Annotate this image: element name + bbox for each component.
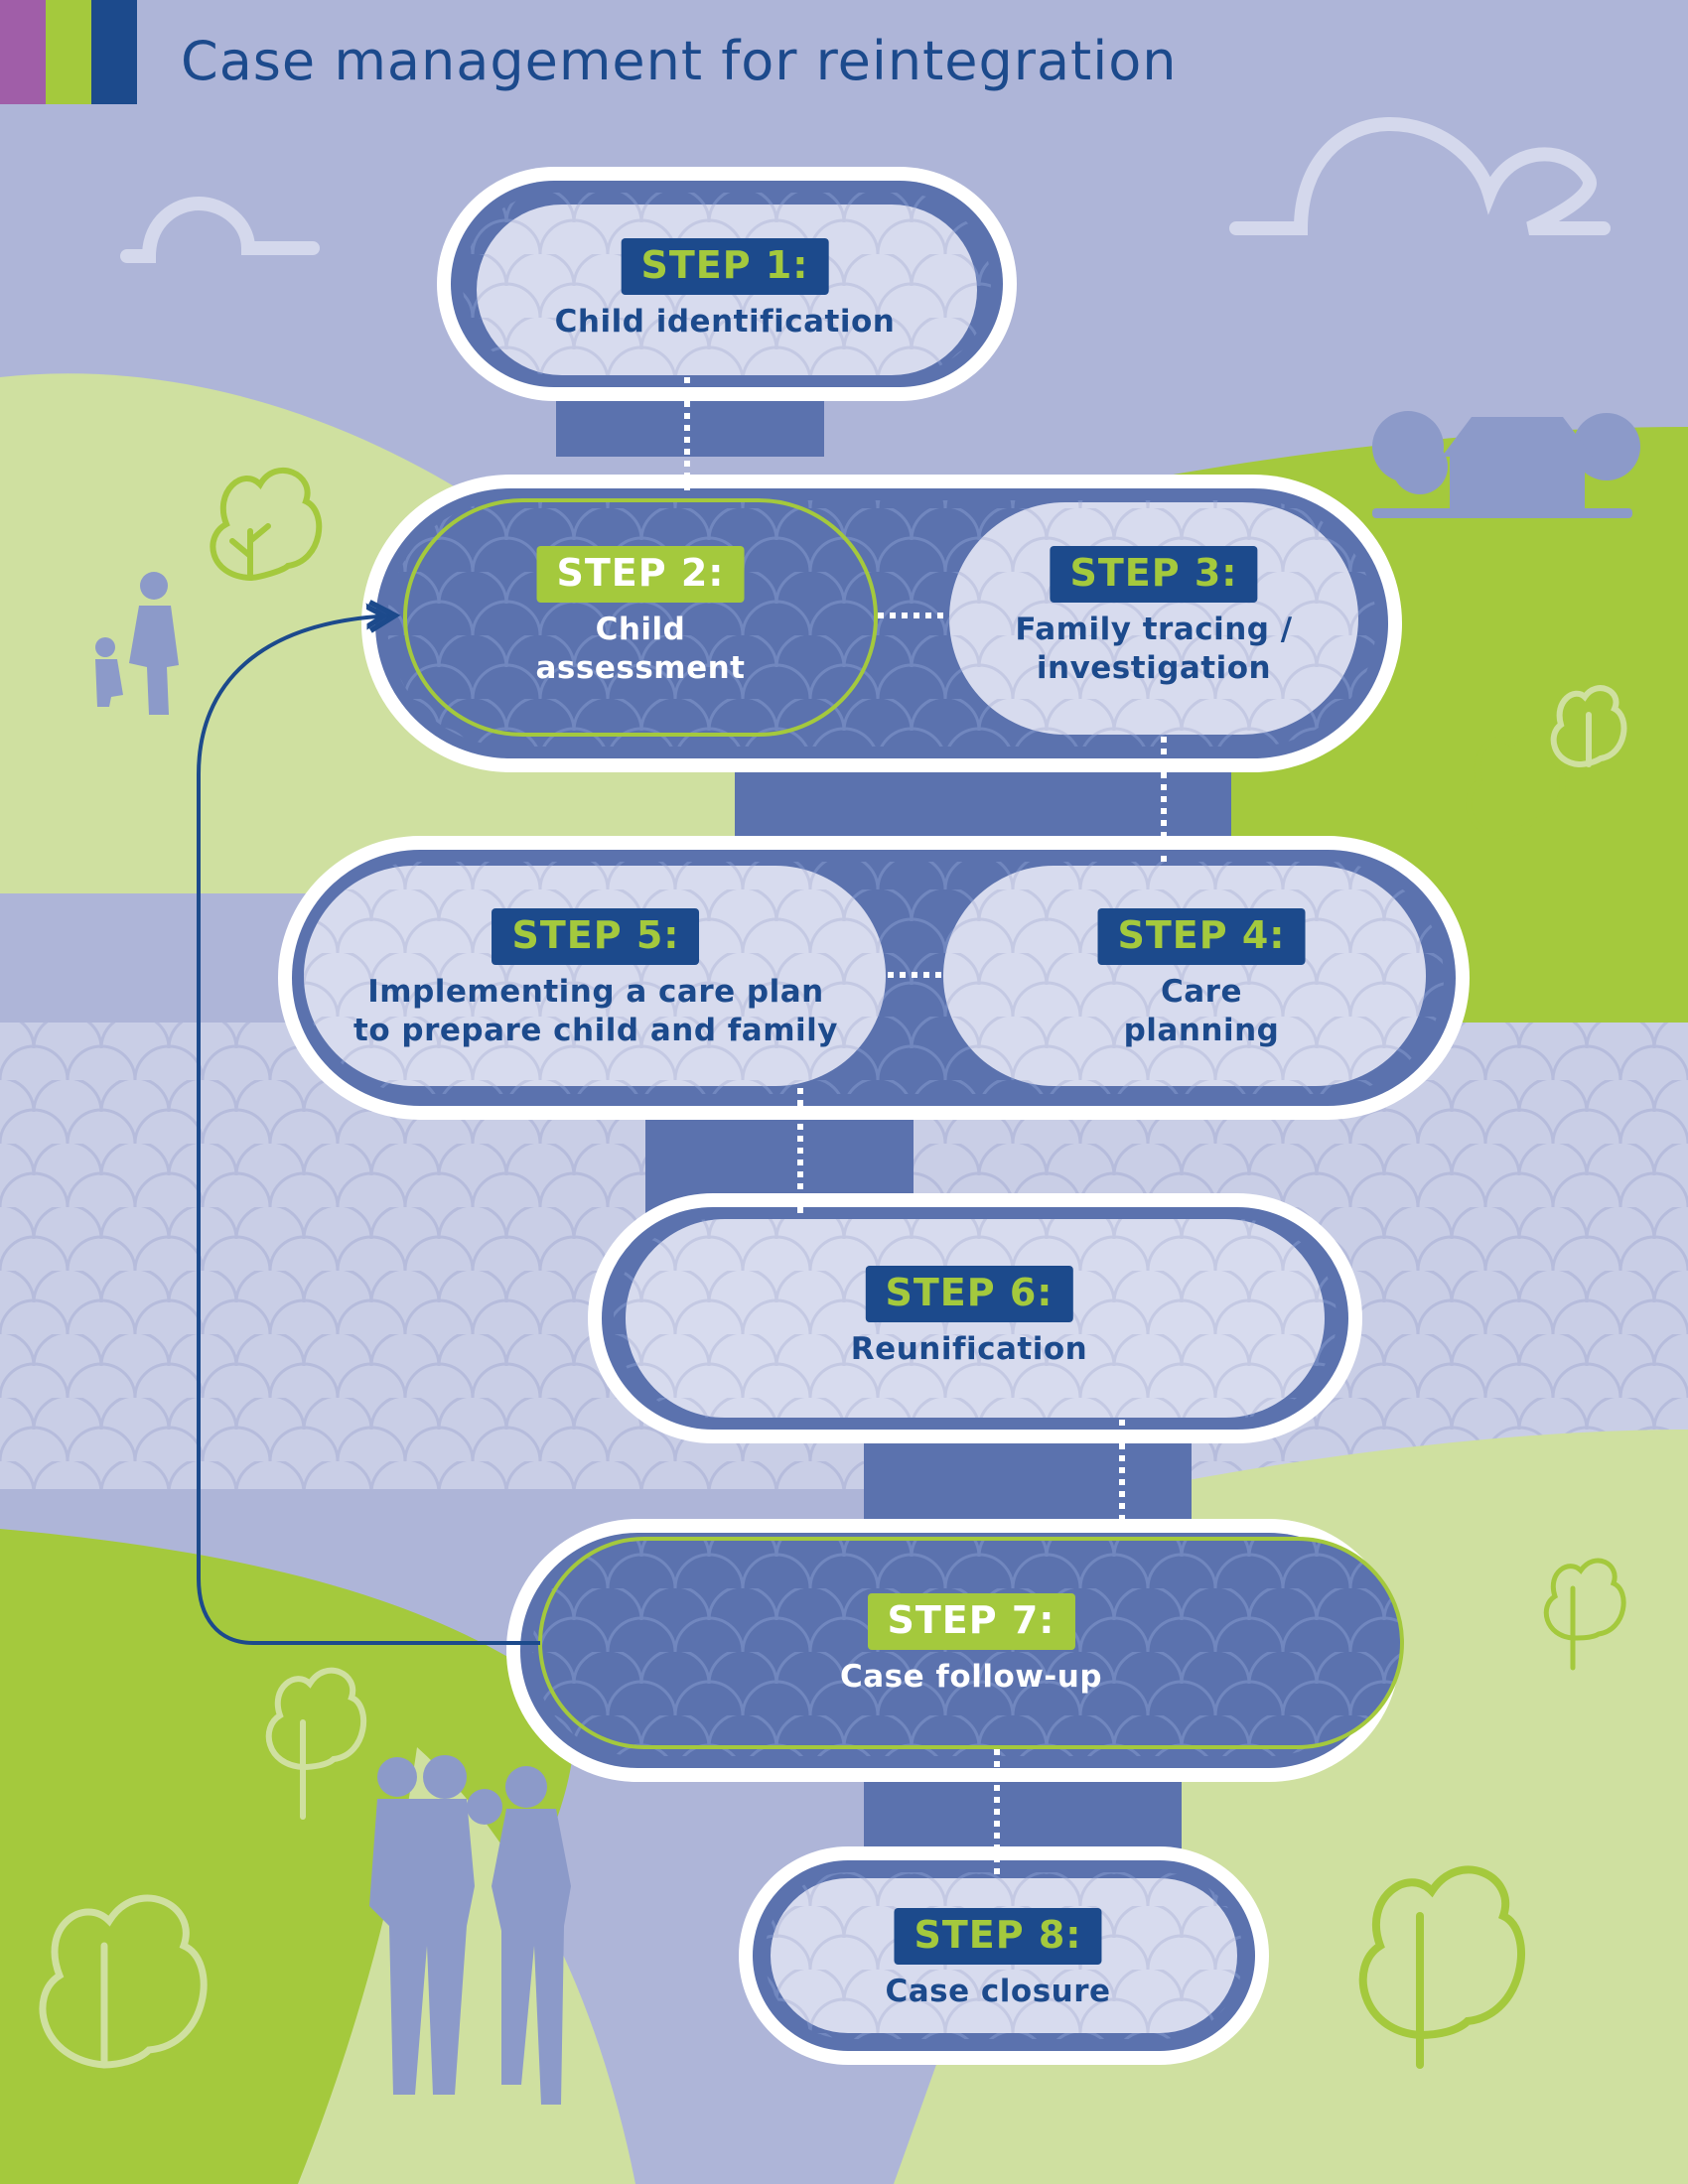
step-5-pill (304, 866, 886, 1086)
tree-icon (1466, 727, 1566, 840)
accent-bar-green (46, 0, 91, 104)
step-4-text-line1: Care (1161, 973, 1242, 1010)
loop-arrow (197, 615, 540, 1645)
step-6-label: STEP 6: (865, 1266, 1073, 1322)
family-silhouette (369, 1755, 571, 2105)
step-3-text-line2: investigation (1036, 650, 1272, 687)
tree-icon (1358, 1865, 1525, 2069)
tree-icon (39, 1894, 208, 2069)
step-1-text: Child identification (554, 303, 896, 340)
step-3: STEP 3: Family tracing /investigation (1015, 546, 1292, 689)
tree-icon (265, 1667, 367, 1820)
step-2-label: STEP 2: (536, 546, 745, 603)
step-2-text-line2: assessment (535, 650, 746, 687)
step-6-text: Reunification (850, 1330, 1088, 1367)
step-7-label: STEP 7: (867, 1593, 1075, 1650)
house-icon (1372, 411, 1640, 518)
tree-icon (210, 467, 323, 582)
step-6: STEP 6: Reunification (851, 1266, 1087, 1369)
step-4-pill (943, 866, 1426, 1086)
step-3-text-line1: Family tracing / (1015, 611, 1293, 647)
step-3-text: Family tracing /investigation (1015, 611, 1292, 689)
step-8-label: STEP 8: (894, 1908, 1102, 1965)
step-1-label: STEP 1: (621, 238, 829, 295)
tree-icon (1550, 685, 1627, 768)
cloud-icon (120, 116, 1611, 263)
step-7-text: Case follow-up (839, 1658, 1103, 1695)
step-2-pill (403, 498, 878, 737)
dotted-connectors (684, 377, 1167, 1874)
page-title: Case management for reintegration (181, 30, 1178, 92)
step-4-label: STEP 4: (1097, 908, 1306, 965)
step-7: STEP 7: Case follow-up (840, 1593, 1102, 1697)
accent-bar-navy (91, 0, 137, 104)
step-5-label: STEP 5: (492, 908, 700, 965)
step-2-text-line1: Child (595, 611, 686, 647)
step-1: STEP 1: Child identification (555, 238, 896, 341)
step-8: STEP 8: Case closure (885, 1908, 1110, 2011)
adult-child-silhouette (95, 572, 179, 715)
accent-bar-purple (0, 0, 46, 104)
step-4-text-line2: planning (1123, 1013, 1280, 1049)
step-5-text-line2: to prepare child and family (353, 1013, 838, 1049)
tree-icon (1543, 1558, 1626, 1671)
step-5-text-line1: Implementing a care plan (367, 973, 824, 1010)
step-8-text: Case closure (885, 1973, 1111, 2009)
step-3-label: STEP 3: (1050, 546, 1258, 603)
